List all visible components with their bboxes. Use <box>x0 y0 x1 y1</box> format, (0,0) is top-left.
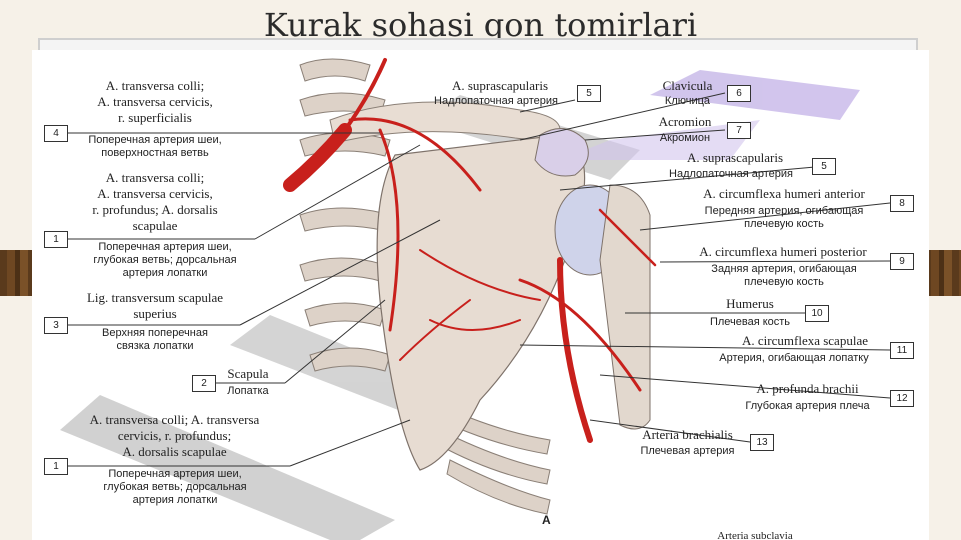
label-russian-6: Ключица <box>664 95 711 107</box>
label-latin-3: Lig. transversum scapulae superius <box>86 290 224 321</box>
figure-letter: A <box>542 513 551 527</box>
leader-line <box>239 219 441 326</box>
label-russian-9: Задняя артерия, огибающая плечевую кость <box>711 263 857 288</box>
number-box-1b: 1 <box>44 458 68 475</box>
label-latin-2: Scapula <box>227 366 269 381</box>
label-latin-6: Clavicula <box>662 78 713 93</box>
number-box-1: 1 <box>44 231 68 248</box>
number-box-4: 4 <box>44 125 68 142</box>
subclavian-artery-stump <box>283 123 352 192</box>
artery-branch <box>429 319 521 331</box>
leader-line <box>589 419 751 443</box>
rib <box>436 429 551 485</box>
scapula <box>376 134 586 471</box>
number-box-5: 5 <box>577 85 601 102</box>
label-latin-1b: A. transversa colli; A. transversa cervi… <box>89 412 260 459</box>
acromion <box>534 128 589 177</box>
number-box-9: 9 <box>890 253 914 270</box>
image-frame <box>38 38 918 52</box>
number-box-11: 11 <box>890 342 914 359</box>
leader-line <box>519 92 726 141</box>
watermark-stripe-purple <box>560 120 760 160</box>
rib <box>299 58 371 82</box>
label-latin-8: A. circumflexa humeri anterior <box>703 186 865 201</box>
label-latin-12: A. profunda brachii <box>756 381 859 396</box>
brachial-artery <box>557 257 593 443</box>
artery-branch <box>343 58 387 132</box>
leader-line <box>599 374 891 399</box>
arteries <box>283 58 657 443</box>
number-box-2: 2 <box>192 375 216 392</box>
label-latin-13: Arteria brachialis <box>642 427 733 442</box>
label-russian-11: Артерия, огибающая лопатку <box>719 352 869 364</box>
label-russian-10: Плечевая кость <box>709 316 791 328</box>
label-latin-10: Humerus <box>726 296 774 311</box>
number-box-7: 7 <box>727 122 751 139</box>
label-russian-2: Лопатка <box>227 385 269 397</box>
label-russian-12: Глубокая артерия плеча <box>745 400 870 412</box>
label-russian-8: Передняя артерия, огибающая плечевую кос… <box>704 205 864 230</box>
label-latin-4: A. transversa colli; A. transversa cervi… <box>97 78 213 125</box>
number-box-8: 8 <box>890 195 914 212</box>
label-russian-1b: Поперечная артерия шеи, глубокая ветвь; … <box>103 468 247 506</box>
leader-line <box>519 344 891 351</box>
number-box-3: 3 <box>44 317 68 334</box>
label-latin-7: Acromion <box>658 114 712 129</box>
rib <box>299 257 386 282</box>
label-russian-4: Поперечная артерия шеи, поверхностная ве… <box>88 134 222 159</box>
leader-line <box>659 260 891 263</box>
rib <box>309 347 391 372</box>
label-latin-5b: A. suprascapularis <box>686 150 784 165</box>
label-bottom-partial: Arteria subclavia <box>717 530 793 540</box>
label-russian-3: Верхняя поперечная связка лопатки <box>102 327 208 352</box>
watermark-stripe <box>60 395 395 540</box>
label-russian-5b: Надлопаточная артерия <box>669 168 793 180</box>
page-title: Kurak sohasi qon tomirlari <box>263 6 698 44</box>
label-latin-11: A. circumflexa scapulae <box>742 333 868 348</box>
artery-branch <box>348 117 482 192</box>
rib <box>299 207 391 232</box>
label-russian-5: Надлопаточная артерия <box>434 95 558 107</box>
leader-line <box>284 299 386 384</box>
humerus <box>599 184 651 430</box>
leader-line <box>254 144 421 240</box>
number-box-6: 6 <box>727 85 751 102</box>
label-russian-7: Акромион <box>659 132 711 144</box>
artery-branch <box>598 208 657 267</box>
label-russian-13: Плечевая артерия <box>640 445 735 457</box>
leader-lines <box>66 92 891 467</box>
artery-branch <box>399 299 471 361</box>
artery-branch <box>419 249 541 301</box>
rib <box>304 302 386 327</box>
label-latin-5: A. suprascapularis <box>451 78 549 93</box>
leader-line <box>584 129 726 141</box>
watermark-stripe-purple <box>650 70 860 120</box>
leader-line <box>519 99 576 113</box>
leader-line <box>559 166 816 191</box>
leader-line <box>639 202 891 231</box>
artery-branch <box>378 128 400 332</box>
label-russian-1: Поперечная артерия шеи, глубокая ветвь; … <box>93 241 237 279</box>
number-box-5b: 5 <box>812 158 836 175</box>
artery-branch <box>518 278 642 392</box>
number-box-13: 13 <box>750 434 774 451</box>
number-box-10: 10 <box>805 305 829 322</box>
leader-line <box>289 419 411 467</box>
label-latin-1: A. transversa colli; A. transversa cervi… <box>92 170 218 233</box>
label-latin-9: A. circumflexa humeri posterior <box>699 244 867 259</box>
number-box-12: 12 <box>890 390 914 407</box>
ribs <box>299 58 551 515</box>
rib <box>446 459 551 515</box>
